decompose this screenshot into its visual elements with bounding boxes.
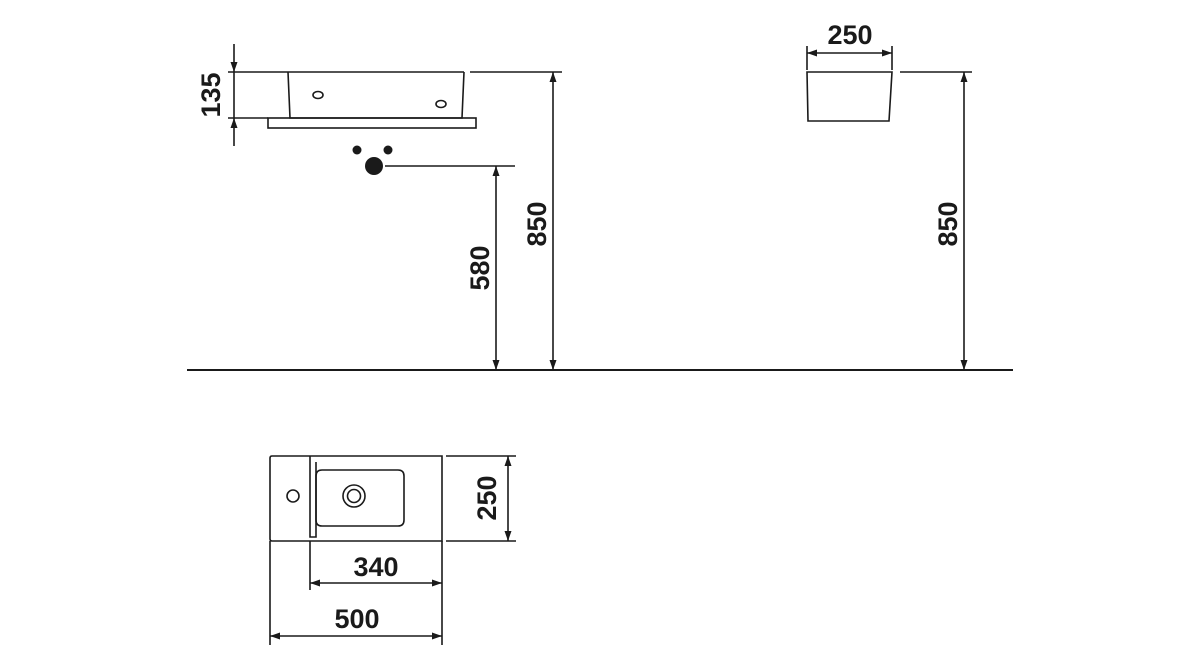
side-elevation: 250 850 xyxy=(806,20,972,370)
basin-outline-plan xyxy=(269,455,443,542)
drain-inner-ring xyxy=(346,488,362,504)
tap-deck-edge xyxy=(309,456,317,538)
plan-view: 250 340 500 xyxy=(269,455,516,645)
overflow-hole-left xyxy=(312,90,324,100)
tap-hole xyxy=(286,489,300,503)
dim-250-side-label: 250 xyxy=(827,20,872,50)
drain-outer-ring xyxy=(342,484,366,508)
front-elevation: 135 580 850 xyxy=(196,44,562,370)
dim-580-label: 580 xyxy=(465,245,495,290)
supply-point-right xyxy=(383,145,393,155)
basin-body-front xyxy=(287,71,465,119)
overflow-hole-right xyxy=(435,99,447,109)
dim-135-label: 135 xyxy=(196,72,226,117)
bowl-outline-plan xyxy=(315,469,405,527)
basin-body-side xyxy=(806,71,893,122)
dim-250-plan-label: 250 xyxy=(472,475,502,520)
waste-outlet xyxy=(365,157,383,175)
mounting-plate xyxy=(267,117,477,129)
dim-850-front-label: 850 xyxy=(522,201,552,246)
dim-340-label: 340 xyxy=(353,552,398,582)
dim-850-side-label: 850 xyxy=(933,201,963,246)
dim-500-label: 500 xyxy=(334,604,379,634)
supply-point-left xyxy=(352,145,362,155)
